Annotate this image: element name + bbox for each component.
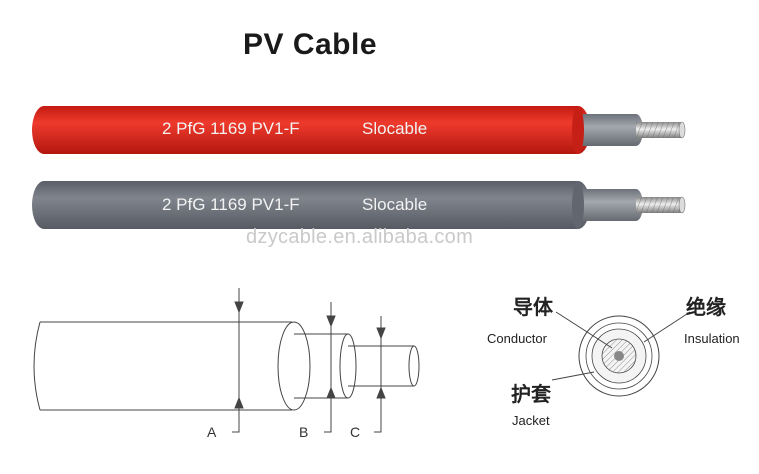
dimension-label-a: A [207, 424, 217, 440]
insulation-label-zh: 绝缘 [686, 295, 726, 319]
grey-cable [32, 181, 686, 229]
red-cable-marking: 2 PfG 1169 PV1-F [162, 119, 300, 138]
dimension-label-b: B [299, 424, 309, 440]
dimension-c [374, 316, 386, 433]
cross-section [551, 311, 691, 397]
jacket-label-en: Jacket [512, 413, 550, 428]
grey-cable-marking: 2 PfG 1169 PV1-F [162, 195, 300, 214]
red-cable-brand: Slocable [362, 119, 428, 138]
dimension-label-c: C [350, 424, 361, 440]
conductor-label-zh: 导体 [513, 295, 553, 319]
conductor-label-en: Conductor [487, 331, 547, 346]
grey-cable-brand: Slocable [362, 195, 428, 214]
cable-line-drawing [33, 321, 420, 411]
red-cable [32, 106, 686, 154]
jacket-label-zh: 护套 [511, 382, 551, 406]
page-title: PV Cable [242, 28, 378, 61]
dimension-a [232, 288, 244, 433]
dimension-b [324, 302, 336, 433]
watermark: dzycable.en.alibaba.com [246, 226, 474, 248]
insulation-label-en: Insulation [684, 331, 740, 346]
